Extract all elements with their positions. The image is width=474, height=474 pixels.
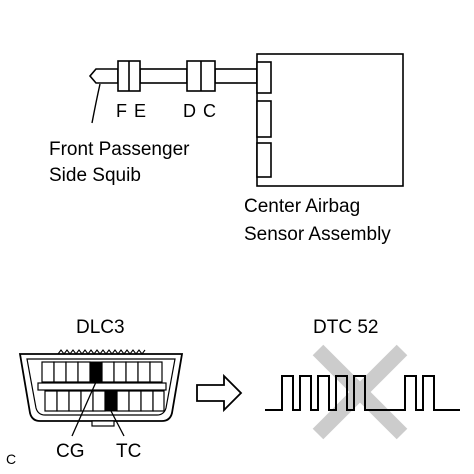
dtc-title: DTC 52: [313, 317, 379, 338]
connector-fe-label: F E: [116, 101, 148, 121]
squib-leader-line: [91, 83, 101, 124]
tc-leader-line: [110, 410, 125, 437]
terminal-tc-pin: [104, 390, 118, 412]
harness-segment-2: [214, 68, 258, 84]
sensor-connector-3: [256, 142, 272, 178]
terminal-cg-pin: [89, 361, 103, 383]
dlc3-top-pins: [41, 361, 163, 383]
corner-mark: C: [6, 451, 17, 467]
cg-leader-line: [71, 381, 97, 437]
terminal-cg-label: CG: [56, 441, 85, 462]
cross-mark-icon: [312, 344, 408, 440]
terminal-tc-label: TC: [116, 441, 142, 462]
dtc-waveform: [265, 375, 460, 411]
squib-label-line1: Front Passenger: [49, 139, 190, 160]
dtc-waveform-group: [265, 344, 460, 440]
sensor-assembly-box: [256, 53, 404, 187]
dlc3-connector: [18, 349, 184, 437]
right-arrow-icon: [196, 373, 243, 413]
harness-segment-1: [139, 68, 188, 84]
dlc3-bottom-pins: [44, 390, 165, 412]
wiring-harness: [88, 60, 258, 124]
squib-label-line2: Side Squib: [49, 165, 141, 186]
sensor-connector-1: [256, 61, 272, 94]
connector-dc-label: D C: [183, 101, 217, 121]
squib-plug: [88, 68, 119, 84]
sensor-label-line1: Center Airbag: [244, 196, 361, 217]
sensor-connector-2: [256, 100, 272, 138]
dlc3-latch: [91, 420, 115, 427]
dlc3-divider: [37, 382, 167, 391]
dlc3-title: DLC3: [76, 317, 125, 338]
sensor-assembly: [256, 53, 404, 187]
sensor-label-line2: Sensor Assembly: [244, 224, 391, 245]
